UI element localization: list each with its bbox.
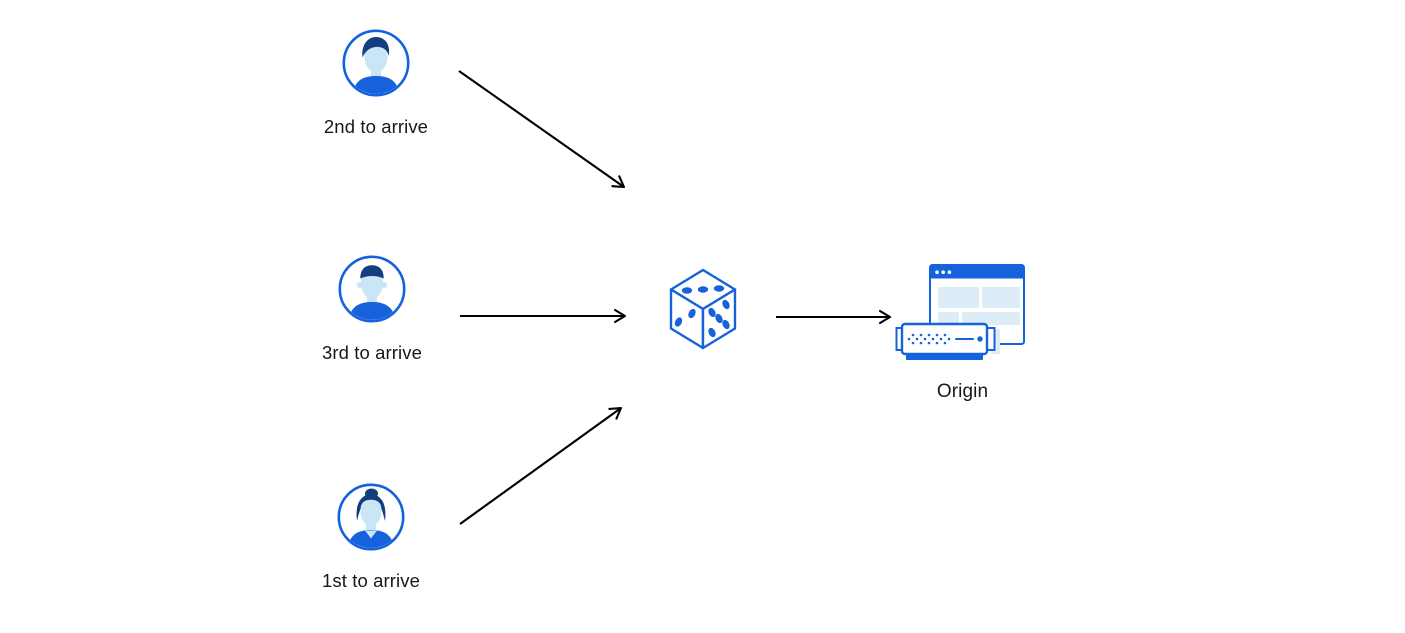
node-origin: Origin [890, 256, 1035, 402]
female-user-avatar-icon [337, 483, 405, 551]
node-label: 3rd to arrive [321, 342, 422, 363]
node-user-1st: 1st to arrive [291, 483, 451, 591]
node-dice [668, 268, 738, 352]
dice-icon [669, 268, 737, 350]
node-label: 1st to arrive [322, 570, 420, 591]
arrow-user-top-to-dice [458, 70, 626, 189]
server-box [895, 322, 1000, 360]
browser-window [929, 264, 1025, 345]
server-led [977, 336, 983, 342]
server-vent-dots [907, 333, 951, 345]
node-label: 2nd to arrive [323, 116, 429, 137]
node-label: Origin [936, 381, 989, 402]
arrow-user-bottom-to-dice [459, 406, 623, 525]
node-user-3rd: 3rd to arrive [292, 255, 452, 363]
origin-server-icon [895, 264, 1025, 360]
male-user-avatar-icon [338, 255, 406, 323]
male-user-avatar-icon [342, 29, 410, 97]
node-user-2nd: 2nd to arrive [296, 29, 456, 137]
